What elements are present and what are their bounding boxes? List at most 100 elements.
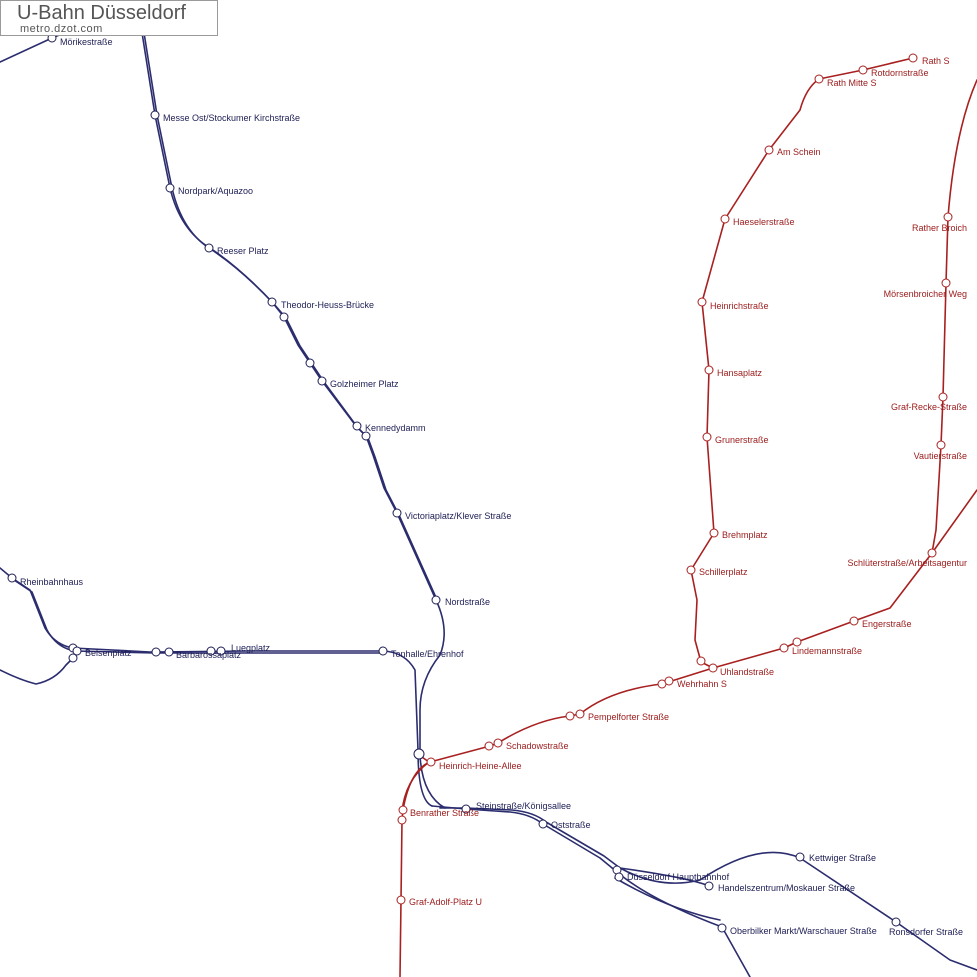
station-benrather-2[interactable] [397,815,407,825]
label-vautier: Vautierstraße [914,451,967,461]
red-labels: Rath S Rotdornstraße Rath Mitte S Am Sch… [409,56,967,907]
station-rheinbahnhaus[interactable] [7,573,17,583]
label-nordstrasse: Nordstraße [445,597,490,607]
station-kettwiger[interactable] [795,852,805,862]
label-steinstrasse: Steinstraße/Königsallee [476,801,571,811]
station-rather-broich[interactable] [943,212,953,222]
station-pempelforter-1[interactable] [565,711,575,721]
label-rotdorn: Rotdornstraße [871,68,929,78]
station-lindemann-2[interactable] [792,637,802,647]
station-ronsdorfer[interactable] [891,917,901,927]
station-engerstrasse[interactable] [849,616,859,626]
station-kennedydamm[interactable] [352,421,362,431]
label-brehmplatz: Brehmplatz [722,530,768,540]
station-rath-mitte[interactable] [814,74,824,84]
station-hansaplatz[interactable] [704,365,714,375]
station-belsenplatz-3[interactable] [68,653,78,663]
station-lindemann-1[interactable] [779,643,789,653]
blue-stations [7,19,901,933]
station-oststrasse[interactable] [538,819,548,829]
label-luegplatz: Luegplatz [231,643,271,653]
station-theodor-heuss[interactable] [267,297,277,307]
station-handelszentrum[interactable] [704,881,714,891]
station-vautier[interactable] [936,440,946,450]
label-heinrich: Heinrichstraße [710,301,769,311]
label-rath-mitte: Rath Mitte S [827,78,877,88]
station-heinrich-heine-blue[interactable] [413,748,425,760]
label-tonhalle: Tonhalle/Ehrenhof [391,649,464,659]
line-east-loop [614,877,721,921]
label-theodor-heuss: Theodor-Heuss-Brücke [281,300,374,310]
station-belsenplatz-2[interactable] [72,646,82,656]
label-hansaplatz: Hansaplatz [717,368,763,378]
station-oberbilker[interactable] [717,923,727,933]
station-am-schein[interactable] [764,145,774,155]
station-theodor-heuss-2[interactable] [279,312,289,322]
label-victoriaplatz: Victoriaplatz/Klever Straße [405,511,511,521]
label-ronsdorfer: Ronsdorfer Straße [889,927,963,937]
station-tonhalle[interactable] [378,646,388,656]
station-schillerplatz[interactable] [686,565,696,575]
station-kennedydamm-2[interactable] [361,431,371,441]
blue-labels: Mörikestraße Messe Ost/Stockumer Kirchst… [20,37,963,937]
station-uhland-1[interactable] [696,656,706,666]
map-title: U-Bahn Düsseldorf [17,2,186,24]
station-wehrhahn-2[interactable] [664,676,674,686]
label-benrather: Benrather Straße [410,808,479,818]
station-benrather-1[interactable] [398,805,408,815]
label-haeseler: Haeselerstraße [733,217,795,227]
label-uhland: Uhlandstraße [720,667,774,677]
station-graf-adolf[interactable] [396,895,406,905]
station-brehmplatz[interactable] [709,528,719,538]
station-steinstrasse[interactable] [461,804,471,814]
station-golzheimer[interactable] [317,376,327,386]
station-pempelforter-2[interactable] [575,709,585,719]
station-barbarossa-1[interactable] [151,647,161,657]
map-source-caption: metro.dzot.com [20,23,103,35]
station-nordstrasse[interactable] [431,595,441,605]
station-hauptbahnhof-2[interactable] [614,872,624,882]
line-east-oststr-b [439,807,710,887]
label-hauptbahnhof: Düsseldorf Hauptbahnhof [627,872,730,882]
label-schadow: Schadowstraße [506,741,569,751]
label-moerike: Mörikestraße [60,37,113,47]
station-schadow-2[interactable] [493,738,503,748]
label-gruner: Grunerstraße [715,435,769,445]
label-wehrhahn: Wehrhahn S [677,679,727,689]
station-reeser[interactable] [204,243,214,253]
station-schlueter[interactable] [927,548,937,558]
line-west-belsen [0,567,433,807]
label-graf-recke: Graf-Recke-Straße [891,402,967,412]
label-engerstrasse: Engerstraße [862,619,912,629]
line-east-oststr [431,805,751,977]
label-golzheimer: Golzheimer Platz [330,379,399,389]
station-rath-s[interactable] [908,53,918,63]
station-graf-recke[interactable] [938,392,948,402]
station-heinrich[interactable] [697,297,707,307]
station-schadow-1[interactable] [484,741,494,751]
station-heinrich-heine[interactable] [426,757,436,767]
label-schlueter: Schlüterstraße/Arbeitsagentur [847,558,967,568]
line-north-trunk [139,19,446,809]
label-schillerplatz: Schillerplatz [699,567,748,577]
station-victoriaplatz[interactable] [392,508,402,518]
label-heinrich-heine: Heinrich-Heine-Allee [439,761,522,771]
station-messe-ost[interactable] [150,110,160,120]
station-rotdorn[interactable] [858,65,868,75]
line-east-kettwiger [619,851,977,971]
label-messe-ost: Messe Ost/Stockumer Kirchstraße [163,113,300,123]
station-luegplatz-1[interactable] [206,646,216,656]
station-golzheimer-2[interactable] [305,358,315,368]
station-uhland-2[interactable] [708,663,718,673]
station-barbarossa-2[interactable] [164,647,174,657]
station-moersenbroicher[interactable] [941,278,951,288]
station-gruner[interactable] [702,432,712,442]
label-reeser: Reeser Platz [217,246,269,256]
label-graf-adolf: Graf-Adolf-Platz U [409,897,482,907]
blue-lines [0,19,977,977]
station-nordpark[interactable] [165,183,175,193]
station-luegplatz-2[interactable] [216,646,226,656]
label-kennedydamm: Kennedydamm [365,423,426,433]
station-haeseler[interactable] [720,214,730,224]
